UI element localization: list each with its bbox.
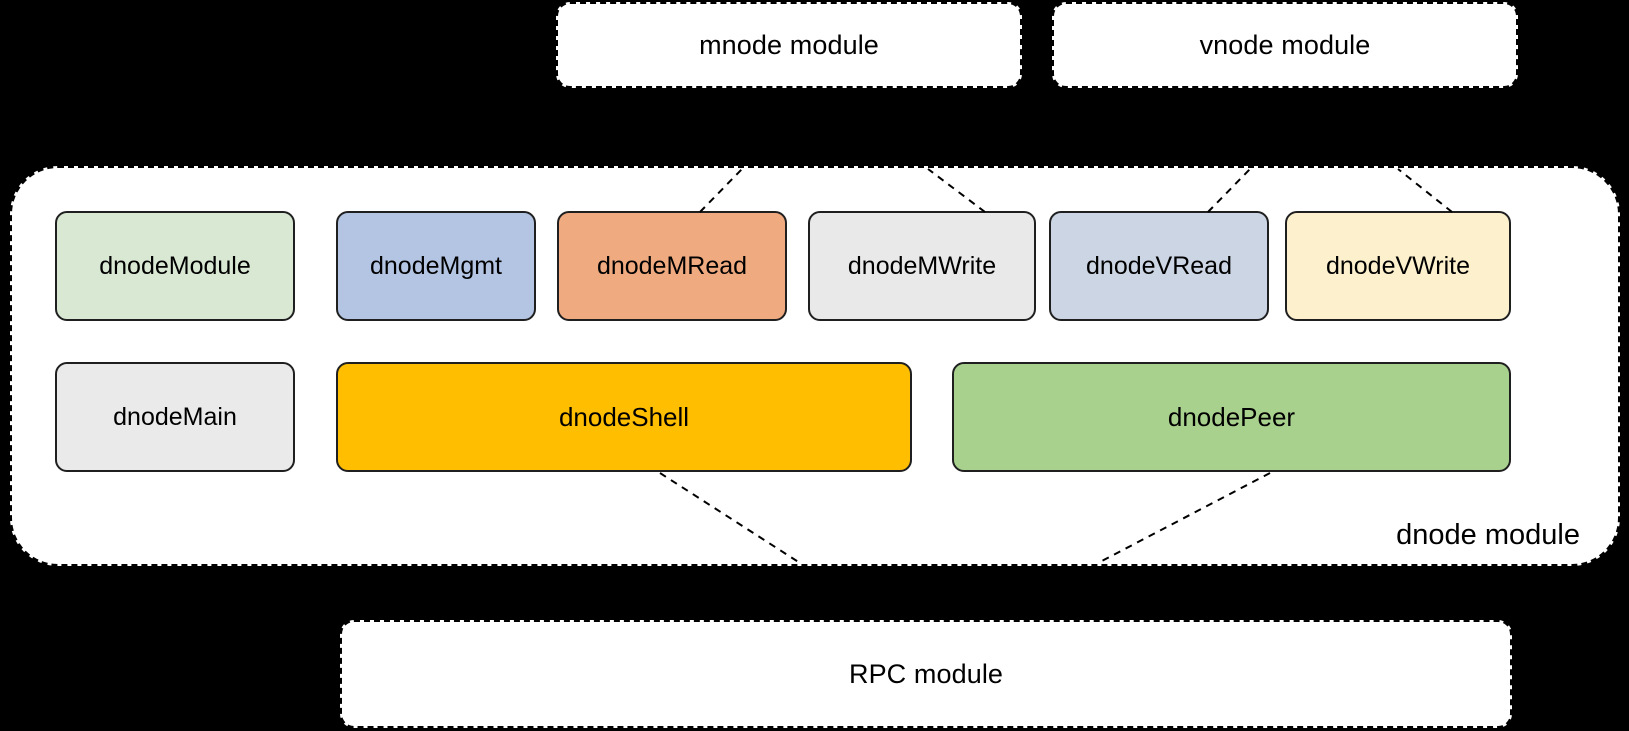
node-dnode-vwrite-label: dnodeVWrite (1325, 251, 1471, 280)
node-dnode-mgmt-label: dnodeMgmt (369, 251, 503, 280)
rpc-module-box[interactable]: RPC module (340, 620, 1512, 728)
node-dnode-mwrite-label: dnodeMWrite (847, 251, 997, 280)
node-dnode-main-label: dnodeMain (113, 402, 237, 431)
node-dnode-peer-label: dnodePeer (1167, 402, 1296, 432)
node-dnode-peer[interactable]: dnodePeer (952, 362, 1511, 472)
node-dnode-module-label: dnodeModule (99, 251, 251, 280)
node-dnode-vwrite[interactable]: dnodeVWrite (1285, 211, 1511, 321)
node-dnode-mread-label: dnodeMRead (596, 251, 748, 280)
mnode-module-label: mnode module (699, 29, 879, 60)
dnode-module-container-label: dnode module (1396, 519, 1580, 551)
node-dnode-main[interactable]: dnodeMain (55, 362, 295, 472)
vnode-module-box[interactable]: vnode module (1052, 2, 1518, 88)
node-dnode-mwrite[interactable]: dnodeMWrite (808, 211, 1036, 321)
node-dnode-shell-label: dnodeShell (558, 402, 690, 432)
node-dnode-module[interactable]: dnodeModule (55, 211, 295, 321)
node-dnode-shell[interactable]: dnodeShell (336, 362, 912, 472)
node-dnode-mgmt[interactable]: dnodeMgmt (336, 211, 536, 321)
node-dnode-vread-label: dnodeVRead (1086, 251, 1232, 280)
mnode-module-box[interactable]: mnode module (556, 2, 1022, 88)
node-dnode-vread[interactable]: dnodeVRead (1049, 211, 1269, 321)
vnode-module-label: vnode module (1199, 29, 1371, 60)
rpc-module-label: RPC module (848, 658, 1004, 689)
node-dnode-mread[interactable]: dnodeMRead (557, 211, 787, 321)
